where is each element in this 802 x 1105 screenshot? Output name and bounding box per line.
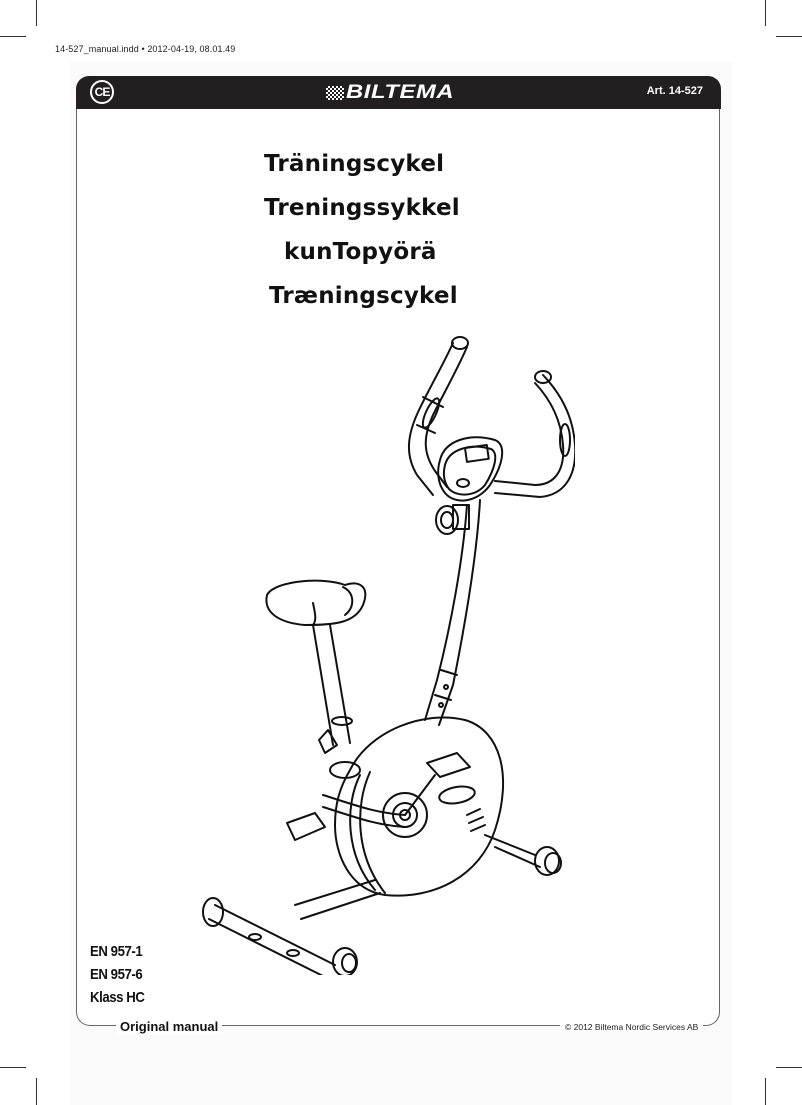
exercise-bike-illustration [202, 336, 575, 975]
crop-mark-bl-h [0, 1067, 26, 1068]
crop-mark-tl-v [36, 0, 37, 26]
crop-mark-tr-v [765, 0, 766, 26]
crop-mark-tr-h [776, 36, 802, 37]
brand-logo: BILTEMA [326, 81, 454, 105]
article-number: Art. 14-527 [646, 85, 703, 97]
copyright-notice: © 2012 Biltema Nordic Services AB [560, 1022, 704, 1032]
standards-list: EN 957-1 EN 957-6 Klass HC [90, 940, 152, 1009]
title-norwegian: Treningssykkel [264, 195, 460, 221]
crop-mark-br-v [765, 1078, 766, 1105]
crop-mark-br-h [776, 1067, 802, 1068]
title-finnish: kunTopyörä [284, 239, 437, 265]
cover-frame [76, 76, 720, 1026]
title-swedish: Träningscykel [264, 151, 445, 177]
standard-en957-6: EN 957-6 [90, 966, 143, 983]
standard-class: Klass HC [90, 989, 145, 1006]
ce-mark-icon: CE [90, 80, 114, 104]
header-bar: CE BILTEMA Art. 14-527 [76, 76, 721, 109]
file-slug: 14-527_manual.indd • 2012-04-19, 08.01.4… [55, 44, 236, 54]
standard-en957-1: EN 957-1 [90, 943, 143, 960]
product-titles: Träningscykel Treningssykkel kunTopyörä … [264, 142, 460, 318]
crop-mark-tl-h [0, 36, 26, 37]
title-danish: Træningscykel [269, 283, 458, 309]
checkered-flag-icon [326, 86, 344, 100]
crop-mark-bl-v [36, 1078, 37, 1105]
original-manual-label: Original manual [116, 1019, 223, 1034]
brand-name: BILTEMA [346, 82, 455, 103]
